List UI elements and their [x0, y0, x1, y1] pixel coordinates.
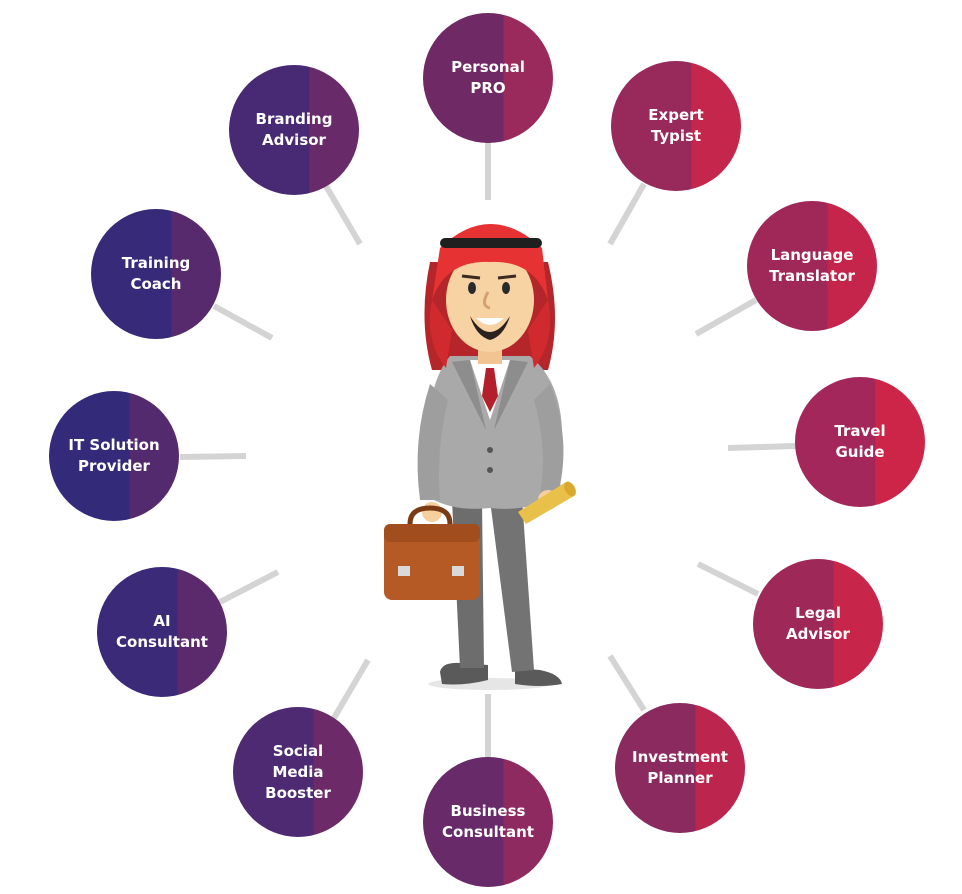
node-label: IT Solution Provider — [68, 436, 160, 475]
node-label: Travel Guide — [834, 422, 886, 461]
node-branding-advisor[interactable]: Branding Advisor — [229, 65, 359, 195]
node-travel-guide[interactable]: Travel Guide — [795, 377, 925, 507]
connector-travel-guide — [727, 443, 797, 451]
node-it-solution-provider[interactable]: IT Solution Provider — [49, 391, 179, 521]
node-investment-planner[interactable]: Investment Planner — [615, 703, 745, 833]
node-language-translator[interactable]: Language Translator — [747, 201, 877, 331]
node-label: AI Consultant — [116, 612, 208, 651]
node-label: Personal PRO — [451, 58, 525, 97]
node-training-coach[interactable]: Training Coach — [91, 209, 221, 339]
node-label: Training Coach — [121, 254, 191, 293]
node-label: Social Media Booster — [265, 741, 331, 802]
connector-branding-advisor — [323, 184, 363, 246]
node-label: Investment Planner — [632, 748, 728, 787]
node-label: Legal Advisor — [786, 604, 850, 643]
connector-it-solution-provider — [179, 453, 247, 460]
connector-ai-consultant — [218, 569, 280, 605]
node-label: Branding Advisor — [255, 110, 333, 149]
connector-training-coach — [212, 303, 274, 341]
node-legal-advisor[interactable]: Legal Advisor — [753, 559, 883, 689]
node-business-consultant[interactable]: Business Consultant — [423, 757, 553, 887]
node-label: Business Consultant — [442, 802, 534, 841]
connector-investment-planner — [607, 654, 647, 712]
node-expert-typist[interactable]: Expert Typist — [611, 61, 741, 191]
node-social-media-booster[interactable]: Social Media Booster — [233, 707, 363, 837]
node-personal-pro[interactable]: Personal PRO — [423, 13, 553, 143]
connector-social-media-booster — [331, 658, 371, 720]
connector-legal-advisor — [696, 561, 760, 597]
node-label: Language Translator — [769, 246, 855, 285]
node-ai-consultant[interactable]: AI Consultant — [97, 567, 227, 697]
connector-expert-typist — [607, 182, 647, 246]
node-label: Expert Typist — [648, 106, 704, 145]
connector-language-translator — [694, 297, 758, 337]
